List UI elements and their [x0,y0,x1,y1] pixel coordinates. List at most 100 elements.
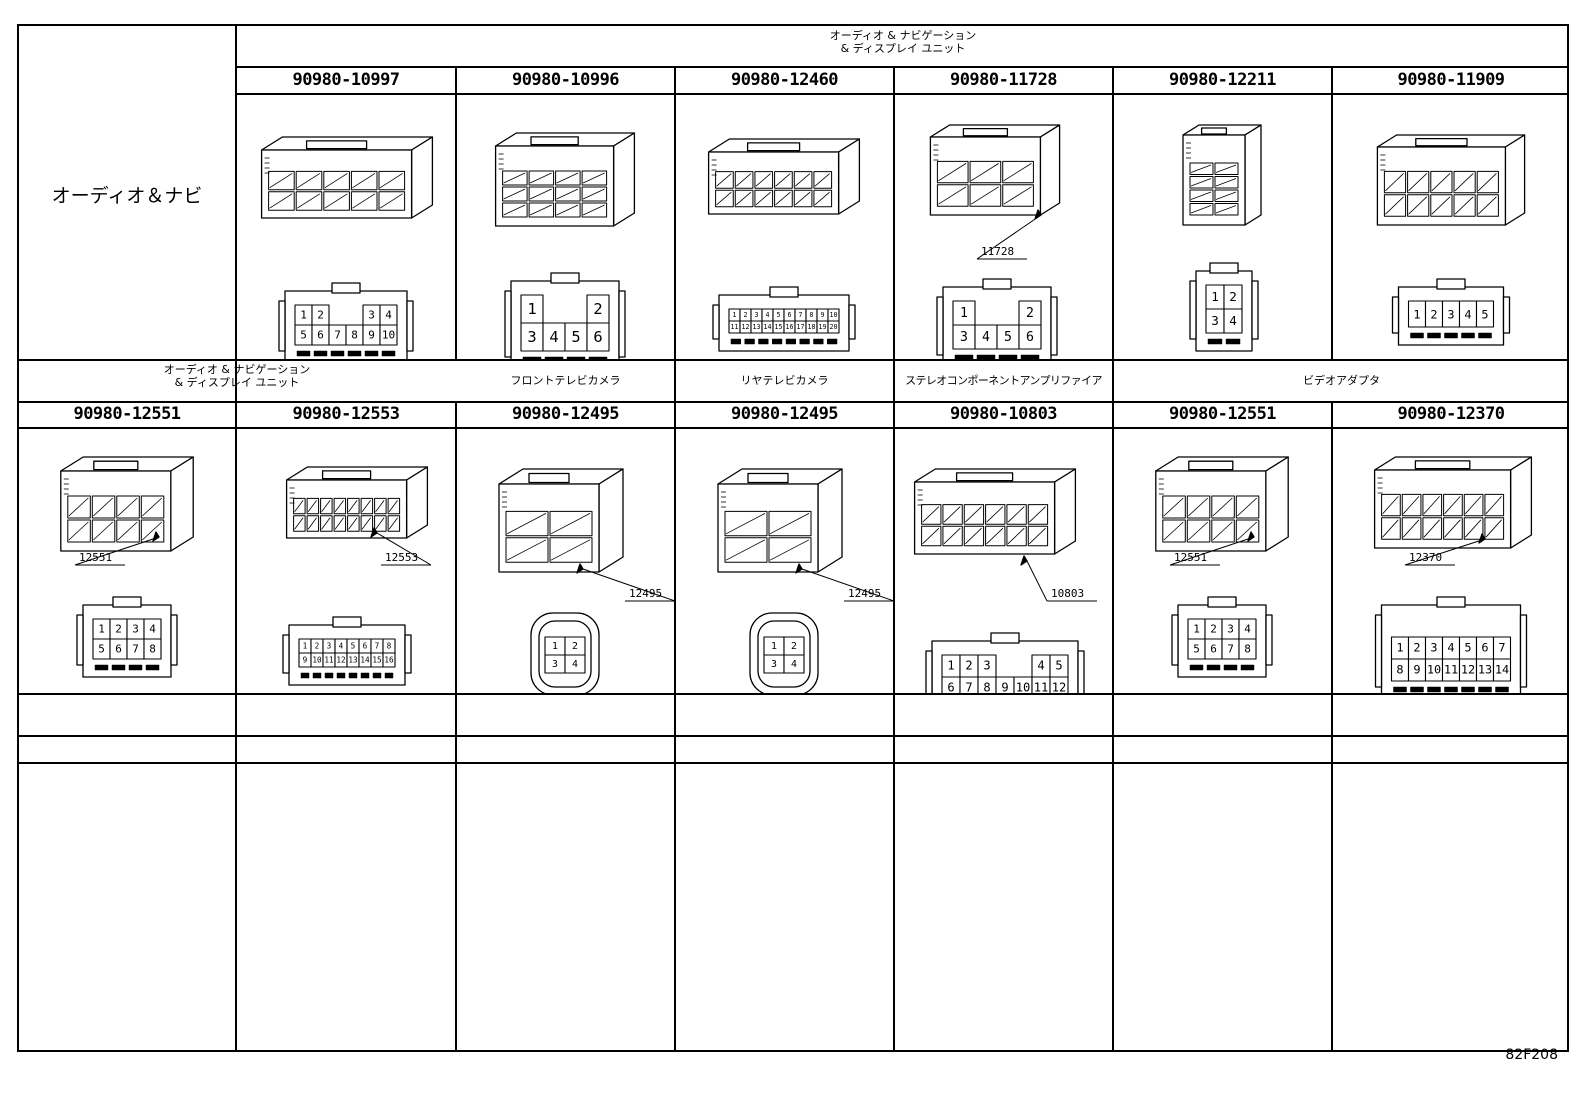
line-art [410,136,434,219]
line-art [730,338,741,345]
line-art [725,539,766,561]
pin-number: 4 [149,622,156,635]
pin-number: 7 [132,642,139,655]
pin-number: 19 [819,323,827,331]
pin-number: 8 [983,681,990,693]
line-art [300,672,310,679]
rule [674,66,676,1052]
line-art [296,173,321,189]
line-art [1415,137,1468,147]
line-art [321,517,331,530]
section-header: リヤテレビカメラ [740,374,829,387]
pin-number: 4 [791,659,797,670]
line-art [598,468,624,573]
line-art [1003,186,1032,205]
group-header-line: & ディスプレイ ユニット [840,42,966,55]
line-art [360,672,370,679]
line-art [1495,686,1509,693]
line-art [282,634,290,674]
pin-number: 6 [115,642,122,655]
line-art [379,193,403,209]
line-art [801,568,893,602]
line-art [324,173,348,189]
rule [235,26,237,1052]
line-art [990,632,1020,644]
line-art [799,338,810,345]
line-art [576,563,584,574]
line-art [1454,173,1474,192]
line-art [618,290,626,358]
line-art [522,356,542,359]
pin-number: 5 [1055,659,1062,673]
line-art [374,497,387,515]
section-header: フロントテレビカメラ [510,374,621,387]
pin-number: 3 [771,659,777,670]
line-art [93,497,114,517]
line-art [145,664,160,671]
pin-number: 1 [771,641,777,652]
pin-number: 4 [766,311,770,319]
pin-number: 7 [1498,641,1505,655]
line-art [404,634,412,674]
rule [455,66,457,360]
pin-number: 3 [327,641,332,650]
line-art [736,191,752,206]
line-art [352,193,376,209]
pin-number: 11 [731,323,739,331]
line-art [746,142,801,152]
pin-number: 4 [339,641,344,650]
line-art [296,350,311,357]
line-art [1436,596,1466,608]
line-art [1049,676,1069,693]
line-art [1404,538,1486,566]
callout-label: 11728 [981,245,1014,258]
pin-number: 1 [527,300,536,318]
pin-number: 1 [1413,307,1420,321]
group-header-line: オーディオ & ナビゲーション [829,29,977,42]
line-art [1485,496,1502,515]
section-header-line: & ディスプレイ ユニット [174,376,300,389]
line-art [795,563,803,574]
line-art [111,664,126,671]
pin-number: 5 [1464,641,1471,655]
line-art [320,515,333,532]
part-number: 90980-10997 [292,70,400,90]
line-art [1237,521,1258,541]
line-art [375,500,385,513]
line-art [1427,686,1441,693]
line-art [143,638,162,660]
line-art [795,191,811,206]
line-art [1028,527,1046,545]
line-art [964,506,982,523]
line-art [964,527,982,545]
line-art [736,173,752,187]
pin-number: 6 [317,328,324,341]
line-art [566,356,586,359]
line-art [1163,497,1184,517]
line-art [1431,173,1451,192]
pin-number: 6 [947,681,954,693]
line-art [1050,296,1058,356]
line-art [372,672,382,679]
pin-number: 8 [351,328,358,341]
pin-number: 5 [351,641,356,650]
line-art [814,173,830,187]
pin-number: 12 [742,323,750,331]
line-art [334,500,344,513]
line-art [582,568,674,602]
callout-label: 10803 [1051,587,1084,600]
line-art [747,472,789,484]
pin-number: 16 [384,655,394,664]
pin-number: 4 [1447,641,1454,655]
pin-number: 11 [324,655,334,664]
part-number: 90980-11728 [949,70,1058,90]
rule [19,401,1569,403]
pin-number: 2 [593,300,602,318]
line-art [1265,456,1289,552]
pin-number: 2 [1413,641,1420,655]
line-art [506,513,547,535]
line-art [347,350,362,357]
